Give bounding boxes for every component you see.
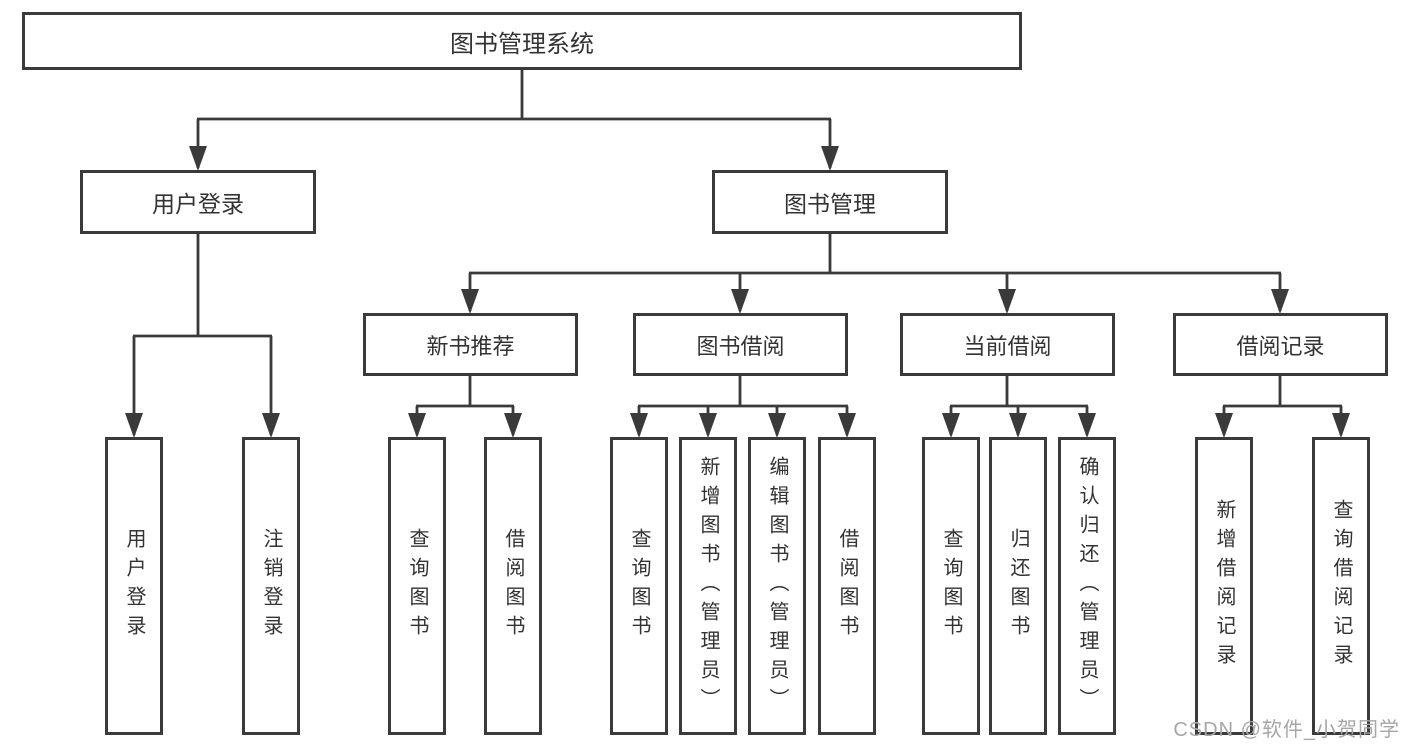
leaf-query-books-current: 查询图书	[922, 437, 980, 735]
leaf-add-books-admin-label: 新增图书（管理员）	[697, 455, 719, 717]
node-new-book-recommendation: 新书推荐	[363, 313, 578, 376]
node-new-book-recommendation-label: 新书推荐	[426, 333, 515, 359]
leaf-user-login-label: 用户登录	[123, 528, 145, 644]
leaf-query-borrow-record: 查询借阅记录	[1312, 437, 1370, 735]
leaf-add-borrow-record-label: 新增借阅记录	[1213, 499, 1235, 673]
leaf-query-borrow-record-label: 查询借阅记录	[1330, 499, 1352, 673]
leaf-borrow-books-borrowing: 借阅图书	[818, 437, 876, 735]
leaf-logout: 注销登录	[242, 437, 300, 735]
node-book-management: 图书管理	[712, 170, 948, 234]
leaf-add-books-admin: 新增图书（管理员）	[679, 437, 737, 735]
leaf-query-books-recommend: 查询图书	[388, 437, 446, 735]
node-user-login: 用户登录	[80, 170, 316, 234]
leaf-borrow-books-borrowing-label: 借阅图书	[836, 528, 858, 644]
node-root: 图书管理系统	[22, 12, 1022, 70]
node-borrowing-records: 借阅记录	[1173, 313, 1388, 376]
node-current-borrowing-label: 当前借阅	[963, 333, 1052, 359]
leaf-logout-label: 注销登录	[260, 528, 282, 644]
node-current-borrowing: 当前借阅	[900, 313, 1115, 376]
leaf-return-books: 归还图书	[989, 437, 1047, 735]
leaf-query-books-recommend-label: 查询图书	[406, 528, 428, 644]
leaf-edit-books-admin-label: 编辑图书（管理员）	[766, 455, 788, 717]
node-borrowing-records-label: 借阅记录	[1236, 333, 1325, 359]
node-user-login-label: 用户登录	[152, 191, 244, 217]
node-book-borrowing-label: 图书借阅	[696, 333, 785, 359]
node-book-management-label: 图书管理	[784, 191, 876, 217]
leaf-query-books-borrowing-label: 查询图书	[628, 528, 650, 644]
leaf-user-login: 用户登录	[105, 437, 163, 735]
node-book-borrowing: 图书借阅	[633, 313, 848, 376]
csdn-watermark: CSDN @软件_小贺同学	[1173, 719, 1400, 741]
leaf-query-books-borrowing: 查询图书	[610, 437, 668, 735]
node-root-label: 图书管理系统	[450, 30, 594, 58]
arrowheads	[125, 146, 1350, 438]
leaf-edit-books-admin: 编辑图书（管理员）	[748, 437, 806, 735]
leaf-confirm-return-admin-label: 确认归还（管理员）	[1076, 455, 1098, 717]
leaf-return-books-label: 归还图书	[1007, 528, 1029, 644]
leaf-query-books-current-label: 查询图书	[940, 528, 962, 644]
leaf-add-borrow-record: 新增借阅记录	[1195, 437, 1253, 735]
leaf-borrow-books-recommend: 借阅图书	[484, 437, 542, 735]
leaf-confirm-return-admin: 确认归还（管理员）	[1058, 437, 1116, 735]
leaf-borrow-books-recommend-label: 借阅图书	[502, 528, 524, 644]
